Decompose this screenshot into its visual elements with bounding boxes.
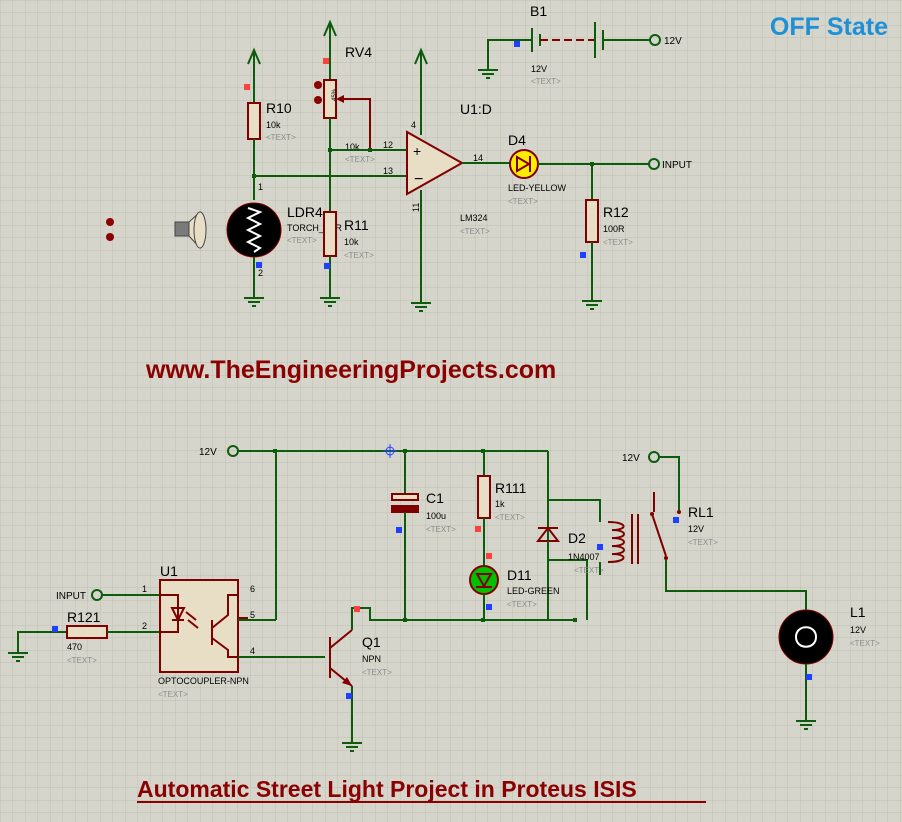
u1-ref: U1 [160, 563, 178, 579]
svg-text:+: + [413, 143, 421, 159]
r10-value: 10k [266, 120, 281, 130]
u1-text: <TEXT> [158, 690, 188, 699]
r11-ref: R11 [344, 217, 369, 233]
r111-ref: R111 [495, 480, 527, 496]
b1-text: <TEXT> [531, 77, 561, 86]
rv4-text: <TEXT> [345, 155, 375, 164]
potentiometer-rv4[interactable]: 45% RV4 10k <TEXT> [323, 21, 375, 212]
d2-ref: D2 [568, 530, 586, 546]
bottom-input-terminal: INPUT [56, 591, 86, 602]
d4-value: LED-YELLOW [508, 183, 567, 193]
torch-icon[interactable] [174, 210, 207, 250]
resistor-r10[interactable]: R10 10k <TEXT> [244, 49, 296, 200]
probe-markers [106, 81, 322, 241]
d11-ref: D11 [507, 567, 532, 583]
led-d4[interactable]: D4 LED-YELLOW <TEXT> INPUT [508, 132, 692, 206]
ldr4-pin1: 1 [258, 182, 263, 192]
transistor-q1[interactable]: Q1 NPN <TEXT> [329, 606, 577, 752]
u1d-text: <TEXT> [460, 227, 490, 236]
svg-text:−: − [414, 171, 423, 188]
d11-value: LED-GREEN [507, 586, 560, 596]
optocoupler-u1[interactable]: 1 2 6 5 4 U1 OPTOCOUPLER-NPN <TEXT> [142, 451, 325, 699]
u1d-part: LM324 [460, 213, 488, 223]
b1-terminal: 12V [664, 36, 682, 47]
b1-ref: B1 [530, 3, 547, 19]
u1-pin1: 1 [142, 584, 147, 594]
r10-ref: R10 [266, 100, 292, 116]
r10-text: <TEXT> [266, 133, 296, 142]
rv4-ref: RV4 [345, 44, 372, 60]
l1-text: <TEXT> [850, 639, 880, 648]
u1-pin6: 6 [250, 584, 255, 594]
diode-d2[interactable]: D2 1N4007 <TEXT> [535, 499, 604, 620]
r111-text: <TEXT> [495, 513, 525, 522]
d4-ref: D4 [508, 132, 526, 148]
u1d-pin12: 12 [383, 140, 393, 150]
ldr4-pin2: 2 [258, 268, 263, 278]
l1-ref: L1 [850, 604, 866, 620]
opamp-wires [252, 148, 407, 178]
r121-value: 470 [67, 642, 82, 652]
d2-value: 1N4007 [568, 552, 600, 562]
d4-text: <TEXT> [508, 197, 538, 206]
r11-text: <TEXT> [344, 251, 374, 260]
ldr4-ref: LDR4 [287, 204, 323, 220]
u1d-pin13: 13 [383, 166, 393, 176]
r12-ref: R12 [603, 204, 629, 220]
u1d-ref: U1:D [460, 101, 492, 117]
u1-pin4: 4 [250, 646, 255, 656]
resistor-r12[interactable]: R12 100R <TEXT> [580, 164, 633, 310]
u1d-pin4: 4 [411, 120, 416, 130]
website-watermark: www.TheEngineeringProjects.com [145, 356, 556, 384]
c1-value: 100u [426, 511, 446, 521]
u1-part: OPTOCOUPLER-NPN [158, 676, 249, 686]
state-label: OFF State [770, 13, 888, 41]
rl1-value: 12V [688, 524, 704, 534]
resistor-r121[interactable]: INPUT R121 470 <TEXT> [7, 589, 160, 665]
r11-value: 10k [344, 237, 359, 247]
rl1-terminal: 12V [622, 453, 640, 464]
resistor-r11[interactable]: R11 10k <TEXT> [319, 211, 374, 307]
u1-pin5: 5 [250, 610, 255, 620]
r12-text: <TEXT> [603, 238, 633, 247]
ldr4-text: <TEXT> [287, 236, 317, 245]
ldr-ldr4[interactable]: 1 2 LDR4 TORCH_LDR <TEXT> [226, 182, 342, 307]
bottom-supply-terminal: 12V [199, 447, 217, 458]
rv4-wiper: 45% [332, 88, 338, 101]
r111-value: 1k [495, 499, 505, 509]
c1-ref: C1 [426, 490, 444, 506]
rl1-text: <TEXT> [688, 538, 718, 547]
u1d-pin11: 11 [411, 203, 421, 212]
led-d11[interactable]: D11 LED-GREEN <TEXT> [469, 565, 560, 620]
b1-value: 12V [531, 64, 547, 74]
q1-text: <TEXT> [362, 668, 392, 677]
u1-pin2: 2 [142, 621, 147, 631]
u1d-pin14: 14 [473, 153, 483, 163]
resistor-r111[interactable]: R111 1k <TEXT> [475, 451, 527, 565]
d2-text: <TEXT> [574, 566, 604, 575]
opamp-u1d[interactable]: + − 4 12 13 11 14 U1:D LM324 <TEXT> [383, 49, 510, 312]
lamp-l1[interactable]: L1 12V <TEXT> [778, 604, 880, 730]
ldr4-value: TORCH_LDR [287, 223, 342, 233]
r12-value: 100R [603, 224, 625, 234]
relay-rl1[interactable]: 12V RL1 12V <TEXT> [599, 451, 807, 612]
battery-b1[interactable]: B1 12V <TEXT> 12V [477, 3, 682, 86]
c1-text: <TEXT> [426, 525, 456, 534]
top-output-terminal: INPUT [662, 160, 692, 171]
r121-ref: R121 [67, 609, 101, 625]
rl1-ref: RL1 [688, 504, 714, 520]
q1-ref: Q1 [362, 634, 381, 650]
r121-text: <TEXT> [67, 656, 97, 665]
rv4-value: 10k [345, 142, 360, 152]
capacitor-c1[interactable]: C1 100u <TEXT> [391, 451, 456, 620]
page-title: Automatic Street Light Project in Proteu… [137, 776, 637, 802]
d11-text: <TEXT> [507, 600, 537, 609]
q1-value: NPN [362, 654, 381, 664]
l1-value: 12V [850, 625, 866, 635]
